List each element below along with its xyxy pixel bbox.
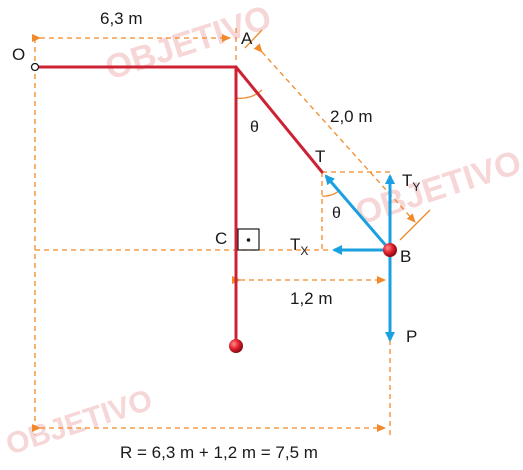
watermark-group: OBJETIVO OBJETIVO OBJETIVO xyxy=(2,0,523,462)
pivot-o xyxy=(30,62,40,72)
rotating-structure xyxy=(33,65,324,345)
force-vectors xyxy=(324,174,395,342)
tick-a xyxy=(244,29,263,49)
right-angle-dot xyxy=(246,238,251,242)
string-a-to-t xyxy=(234,65,324,174)
ball-pole xyxy=(229,339,243,353)
dim-arm-label: 6,3 m xyxy=(100,9,143,28)
labels: O A C T B P TY TX θ θ 6,3 m 2,0 m 1,2 m … xyxy=(12,9,420,462)
label-tx: TX xyxy=(290,235,308,258)
label-ty: TY xyxy=(402,171,420,194)
label-t: T xyxy=(315,147,325,166)
watermark-text: OBJETIVO xyxy=(351,143,523,232)
angle-label-top: θ xyxy=(250,119,259,136)
tension-vector xyxy=(324,174,390,249)
label-a: A xyxy=(241,29,253,48)
radius-formula: R = 6,3 m + 1,2 m = 7,5 m xyxy=(120,443,318,462)
label-p: P xyxy=(406,327,417,346)
dashed-guides xyxy=(34,28,391,435)
label-o: O xyxy=(12,45,25,64)
dim-offset-label: 1,2 m xyxy=(290,289,333,308)
ball-b xyxy=(383,243,397,257)
angle-label-side: θ xyxy=(332,205,341,222)
label-b: B xyxy=(400,247,411,266)
right-angle-marker xyxy=(237,228,260,251)
angle-arc-top xyxy=(235,89,263,99)
label-c: C xyxy=(215,229,227,248)
dim-string-label: 2,0 m xyxy=(330,107,373,126)
dimension-arrows xyxy=(32,34,416,432)
tick-b xyxy=(399,209,431,241)
